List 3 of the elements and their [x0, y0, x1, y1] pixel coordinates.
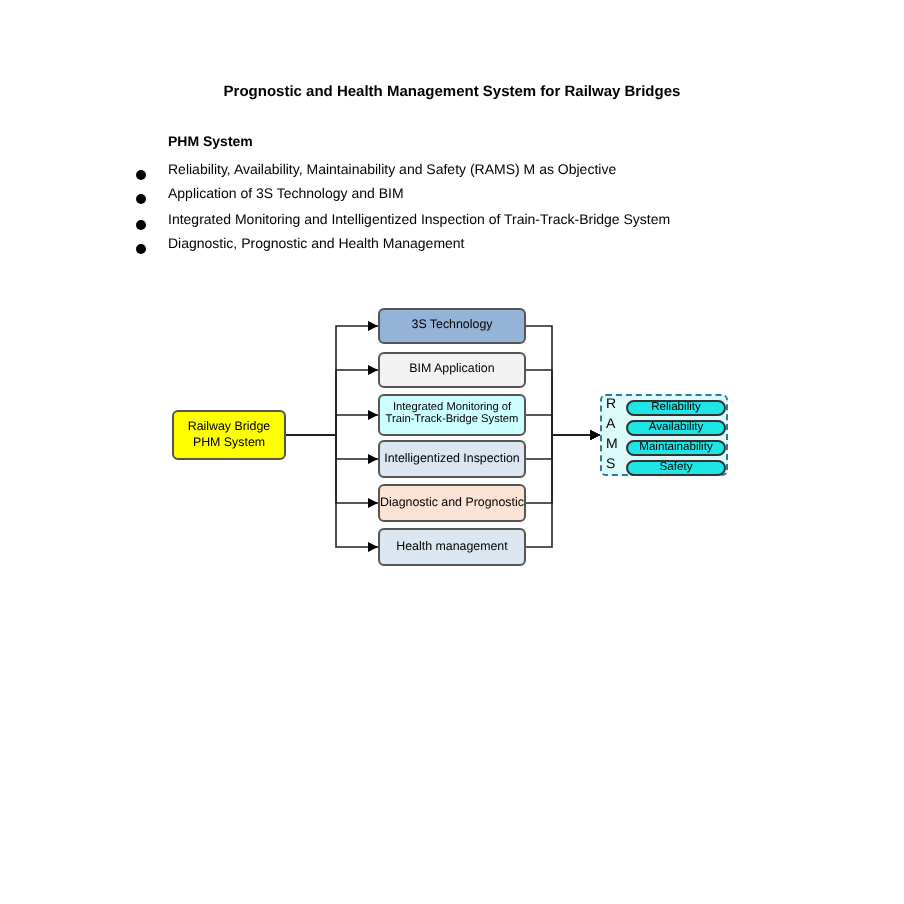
connector-arrow: [525, 430, 601, 548]
rams-container: [600, 394, 728, 476]
connector-arrow: [285, 434, 379, 552]
